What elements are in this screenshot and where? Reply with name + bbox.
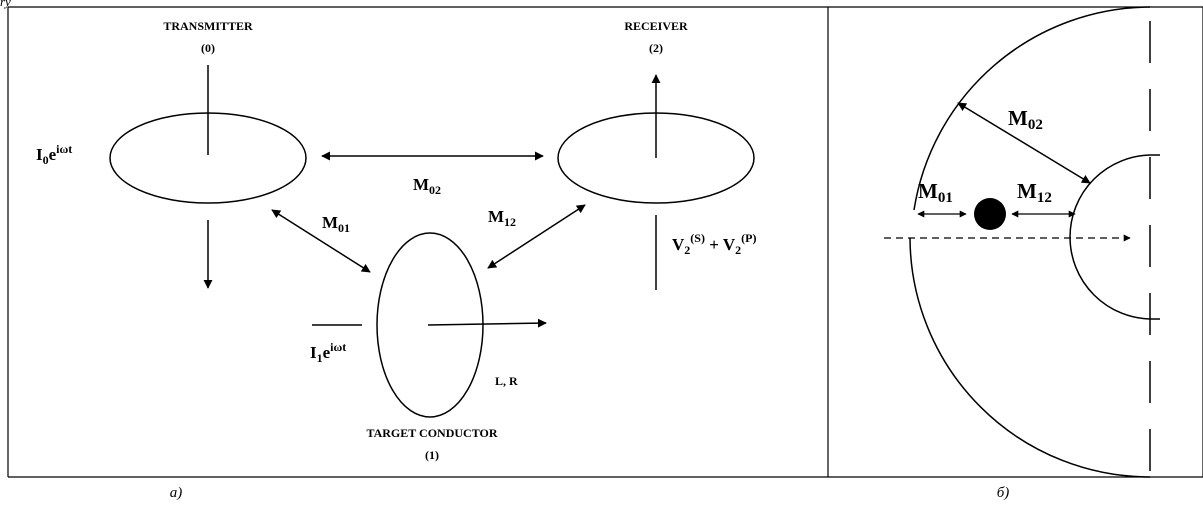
m01-label: M01 — [322, 213, 350, 235]
caption-a: a) — [170, 485, 183, 501]
target-params-label: L, R — [495, 374, 518, 388]
m12-label-b: M12 — [1017, 179, 1052, 206]
current-1-exp: iωt — [330, 340, 346, 354]
target-current-label: I1eiωt — [310, 340, 346, 365]
voltage-sup-p: (P) — [741, 231, 756, 245]
target-object — [974, 198, 1006, 230]
voltage-plus: + — [705, 235, 723, 254]
current-0-exp: iωt — [56, 142, 72, 156]
receiver-index: (2) — [649, 41, 663, 55]
outer-boundary-upper — [913, 6, 1151, 211]
m02-b-sub: 02 — [1028, 117, 1043, 133]
current-1-sub: 1 — [317, 351, 323, 365]
current-0-base: I — [36, 145, 43, 164]
voltage-sub-2: 2 — [735, 243, 741, 257]
m12-label: M12 — [488, 207, 516, 229]
panel-a: TRANSMITTER (0) I0eiωt RECEIVER (2) V2(S… — [36, 19, 756, 462]
m02-label-b: M02 — [1008, 106, 1043, 133]
m01-base: M — [322, 213, 338, 232]
m01-b-base: M — [918, 179, 938, 203]
m01-label-b: M01 — [918, 179, 953, 206]
m01-arrow — [271, 209, 371, 273]
target-title: TARGET CONDUCTOR — [366, 426, 497, 440]
receiver-voltage-label: V2(S) + V2(P) — [672, 231, 756, 257]
receiver-notch — [1069, 154, 1160, 320]
m12-b-sub: 12 — [1037, 190, 1052, 206]
caption-b: б) — [997, 485, 1010, 501]
target-index: (1) — [425, 448, 439, 462]
figure-frame — [7, 6, 1203, 478]
m12-sub: 12 — [504, 215, 516, 229]
voltage-v: V — [672, 235, 685, 254]
voltage-sub-1: 2 — [684, 243, 690, 257]
voltage-sup-s: (S) — [690, 231, 705, 245]
m02-label: M02 — [413, 175, 441, 197]
current-1-exp-base: e — [323, 343, 331, 362]
current-0-exp-base: e — [49, 145, 57, 164]
transmitter-current-label: I0eiωt — [36, 142, 72, 167]
m12-base: M — [488, 207, 504, 226]
m01-b-sub: 01 — [938, 190, 953, 206]
m01-sub: 01 — [338, 221, 350, 235]
voltage-v-2: V — [723, 235, 736, 254]
panel-b: M02 M01 M12 — [884, 6, 1160, 478]
m02-arrow-b — [957, 102, 1091, 184]
target-field-arrow — [427, 318, 547, 328]
m02-sub: 02 — [429, 183, 441, 197]
m02-base: M — [413, 175, 429, 194]
top-text-fragment: ry — [0, 0, 11, 9]
receiver-title: RECEIVER — [624, 19, 688, 33]
current-1-base: I — [310, 343, 317, 362]
transmitter-title: TRANSMITTER — [163, 19, 253, 33]
current-0-sub: 0 — [43, 153, 49, 167]
transmitter-index: (0) — [201, 41, 215, 55]
target-conductor-coil — [376, 232, 484, 418]
outer-boundary-lower — [909, 237, 1151, 478]
m12-arrow — [487, 204, 586, 269]
m02-b-base: M — [1008, 106, 1028, 130]
m12-b-base: M — [1017, 179, 1037, 203]
